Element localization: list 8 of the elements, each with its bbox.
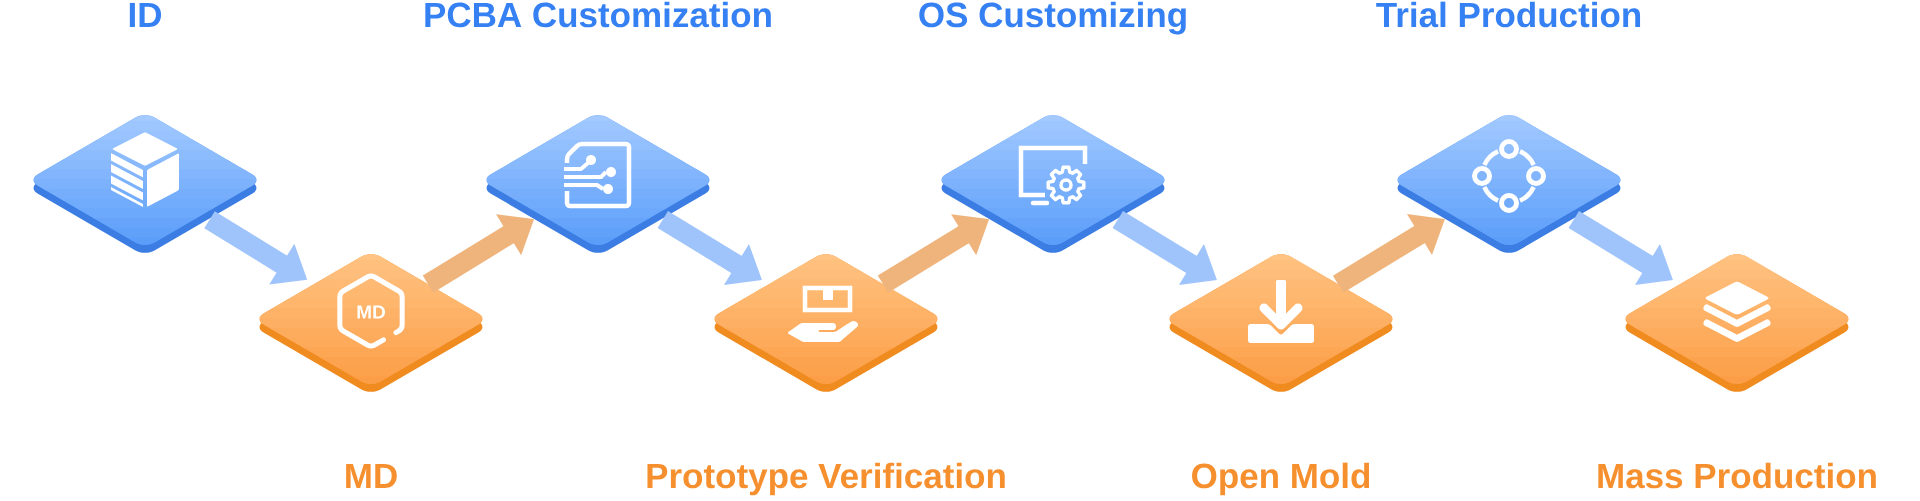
step-title: Mass Production bbox=[1598, 462, 1876, 489]
step-title: Open Mold bbox=[1192, 462, 1370, 496]
step-title: ID bbox=[129, 2, 162, 27]
step-title: Trial Production bbox=[1376, 1, 1641, 28]
step-title: Prototype Verification bbox=[647, 462, 1005, 496]
step-title: OS Customizing bbox=[919, 1, 1186, 35]
step-title: MD bbox=[346, 463, 397, 488]
step-title: PCBA Customization bbox=[425, 1, 771, 28]
